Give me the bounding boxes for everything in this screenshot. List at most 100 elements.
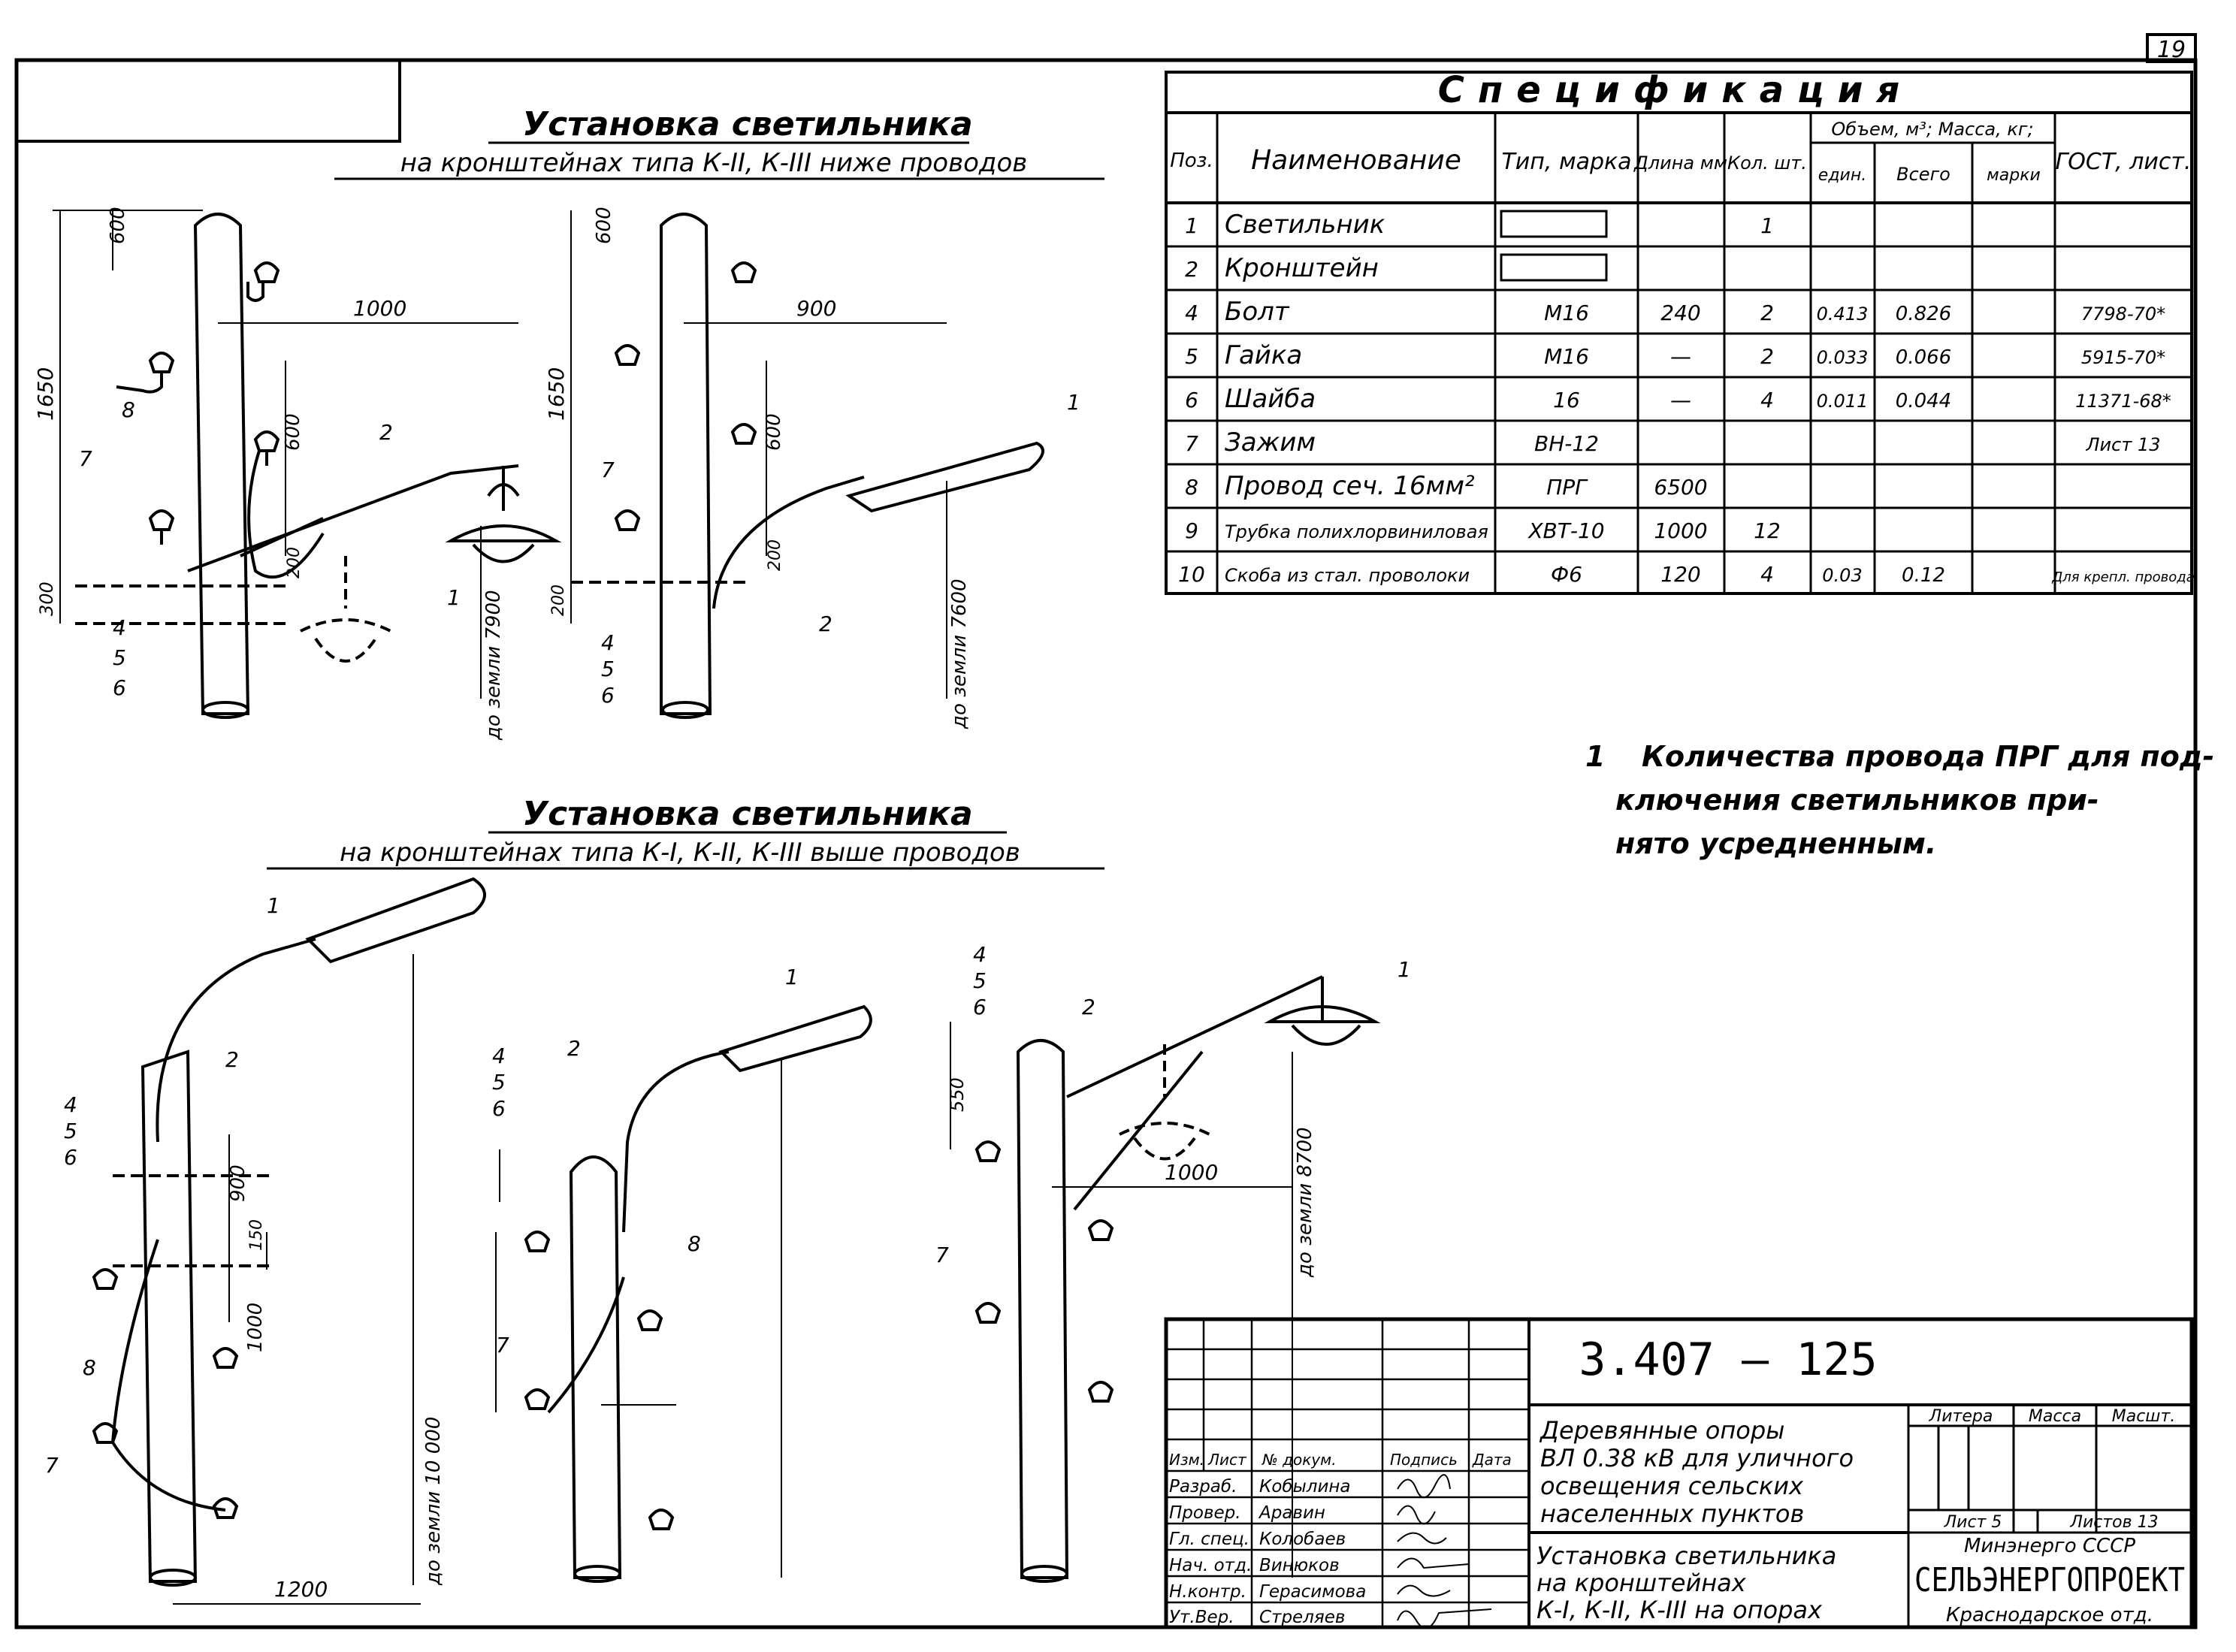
callout-tr-7: 7 bbox=[601, 458, 615, 482]
tb-dokum: № докум. bbox=[1262, 1451, 1337, 1469]
drawing-code: 3.407 – 125 bbox=[1579, 1333, 1877, 1386]
spec-cell-length: 6500 bbox=[1654, 475, 1707, 500]
tb-sheet: Лист 5 bbox=[1944, 1513, 2002, 1532]
callout-bl-2: 2 bbox=[225, 1047, 239, 1072]
spec-head-gost: ГОСТ, лист. bbox=[2056, 149, 2192, 175]
callout-br-7: 7 bbox=[935, 1243, 949, 1267]
tb-name-3: Винюков bbox=[1259, 1556, 1340, 1575]
spec-cell-unit: 0.413 bbox=[1817, 304, 1869, 325]
luminaire-top-right bbox=[845, 441, 1044, 513]
luminaire-bottom-left bbox=[305, 877, 486, 964]
insulator-br2 bbox=[1087, 1219, 1114, 1241]
callout-bm-1: 1 bbox=[785, 965, 799, 989]
spec-cell-pos: 1 bbox=[1185, 213, 1198, 238]
callout-tr-4: 4 bbox=[601, 630, 615, 655]
dim-1200-bottom-left: 1200 bbox=[274, 1577, 328, 1602]
spec-cell-type: М16 bbox=[1544, 301, 1589, 325]
dim-ground-top-left: до земли 7900 bbox=[482, 590, 505, 741]
tb-role-5: Ут.Вер. bbox=[1169, 1608, 1234, 1627]
tb-title-1: Установка светильника bbox=[1536, 1542, 1836, 1570]
lamp-bottom-right bbox=[1264, 977, 1381, 1046]
sheet-number-box bbox=[2146, 33, 2197, 63]
dims-bottom-left bbox=[173, 954, 421, 1605]
bracket-bottom-left bbox=[156, 938, 316, 1143]
callout-8: 8 bbox=[122, 397, 135, 422]
spec-cell-name: Трубка полихлорвиниловая bbox=[1225, 521, 1488, 542]
tb-role-2: Гл. спец. bbox=[1169, 1530, 1249, 1549]
tb-desc-3: освещения сельских bbox=[1540, 1472, 1804, 1500]
tb-litera: Литера bbox=[1929, 1407, 1993, 1426]
tb-org-3: Краснодарское отд. bbox=[1946, 1604, 2153, 1626]
spec-cell-qty: 1 bbox=[1760, 213, 1774, 238]
callout-br-2: 2 bbox=[1082, 995, 1095, 1019]
dim-1000-bottom-right: 1000 bbox=[1165, 1160, 1218, 1185]
note-line-1: Количества провода ПРГ для под- bbox=[1642, 740, 2214, 773]
pole-top-right bbox=[660, 213, 712, 715]
dim-200-top-left: 200 bbox=[285, 547, 304, 578]
bottom-section-title: Установка светильника bbox=[522, 795, 972, 833]
tb-desc-1: Деревянные опоры bbox=[1539, 1416, 1784, 1445]
callout-4: 4 bbox=[113, 615, 126, 640]
top-section-title: Установка светильника bbox=[522, 105, 972, 143]
bracket-top-left bbox=[187, 464, 519, 572]
spec-head-length: Длина мм bbox=[1633, 153, 1727, 174]
insulator-4 bbox=[148, 509, 175, 545]
luminaire-bottom-middle bbox=[718, 1004, 872, 1073]
insulator-br3 bbox=[974, 1302, 1002, 1324]
spec-cell-name: Гайка bbox=[1225, 340, 1302, 370]
spec-head-name: Наименование bbox=[1251, 145, 1461, 176]
spec-cell-pos: 8 bbox=[1185, 475, 1198, 500]
tb-roles: Разраб. Кобылина Провер. Аравин Гл. спец… bbox=[1169, 1477, 1366, 1627]
spec-cell-unit: 0.03 bbox=[1822, 565, 1862, 586]
dim-1000-bottom-left: 1000 bbox=[244, 1303, 267, 1352]
lamp-projection-top-left bbox=[300, 556, 391, 663]
callout-br-6: 6 bbox=[973, 995, 987, 1019]
insulator-bm1 bbox=[524, 1231, 551, 1252]
insulator-2 bbox=[116, 352, 175, 394]
spec-cell-length: 240 bbox=[1660, 301, 1700, 325]
dim-ground-top-right: до земли 7600 bbox=[948, 578, 971, 729]
insulator-3 bbox=[253, 430, 280, 466]
callout-tr-2: 2 bbox=[819, 612, 832, 636]
callout-tr-5: 5 bbox=[601, 657, 615, 681]
spec-cell-total: 0.12 bbox=[1902, 564, 1945, 587]
note-number: 1 bbox=[1585, 740, 1605, 773]
spec-cell-length: 1000 bbox=[1654, 518, 1707, 543]
spec-cell-name: Кронштейн bbox=[1225, 253, 1379, 283]
dim-ground-bottom-right: до земли 8700 bbox=[1294, 1127, 1316, 1278]
spec-cell-length: 120 bbox=[1660, 562, 1700, 587]
bottom-middle-assembly bbox=[524, 1004, 872, 1583]
spec-cell-type: 16 bbox=[1553, 388, 1580, 412]
spec-cell-gost: Для крепл. провода bbox=[2051, 569, 2195, 585]
callout-bm-4: 4 bbox=[492, 1043, 506, 1068]
callout-br-1: 1 bbox=[1398, 957, 1411, 982]
callout-bm-8: 8 bbox=[687, 1231, 701, 1256]
tb-header-labels: Изм. Лист № докум. Подпись Дата bbox=[1169, 1451, 1512, 1469]
signatures bbox=[1397, 1474, 1492, 1629]
callouts-bottom-middle: 1 2 4 5 6 8 7 bbox=[492, 965, 799, 1358]
spec-cell-qty: 2 bbox=[1760, 301, 1774, 325]
tb-podpis: Подпись bbox=[1390, 1451, 1458, 1469]
insulator-br4 bbox=[1087, 1381, 1114, 1403]
callout-bm-6: 6 bbox=[492, 1096, 506, 1121]
spec-cell-pos: 5 bbox=[1185, 344, 1198, 369]
callouts-top-right: 1 2 7 4 5 6 bbox=[601, 390, 1080, 708]
callout-bl-8: 8 bbox=[83, 1355, 96, 1380]
wire-top-left bbox=[247, 450, 325, 579]
spec-cell-gost: 7798-70* bbox=[2081, 304, 2165, 325]
insulator-bl1 bbox=[92, 1268, 119, 1290]
callouts-top-left: 2 1 7 8 4 5 6 bbox=[79, 397, 461, 700]
dim-550-bottom-right: 550 bbox=[947, 1077, 968, 1112]
dim-200-top-right: 200 bbox=[766, 539, 784, 571]
dim-600-top-left: 600 bbox=[107, 207, 129, 244]
spec-cell-pos: 4 bbox=[1185, 301, 1198, 325]
tb-org-2: СЕЛЬЭНЕРГОПРОЕКТ bbox=[1914, 1561, 2185, 1599]
tb-izm: Изм. bbox=[1169, 1451, 1204, 1469]
spec-cell-unit: 0.011 bbox=[1817, 391, 1869, 412]
dim-900-bottom-left: 900 bbox=[227, 1164, 249, 1202]
bottom-section-subtitle: на кронштейнах типа К-I, К-II, К-III выш… bbox=[340, 838, 1020, 868]
dim-600b-top-right: 600 bbox=[763, 413, 785, 451]
spec-cell-name: Зажим bbox=[1225, 427, 1316, 458]
